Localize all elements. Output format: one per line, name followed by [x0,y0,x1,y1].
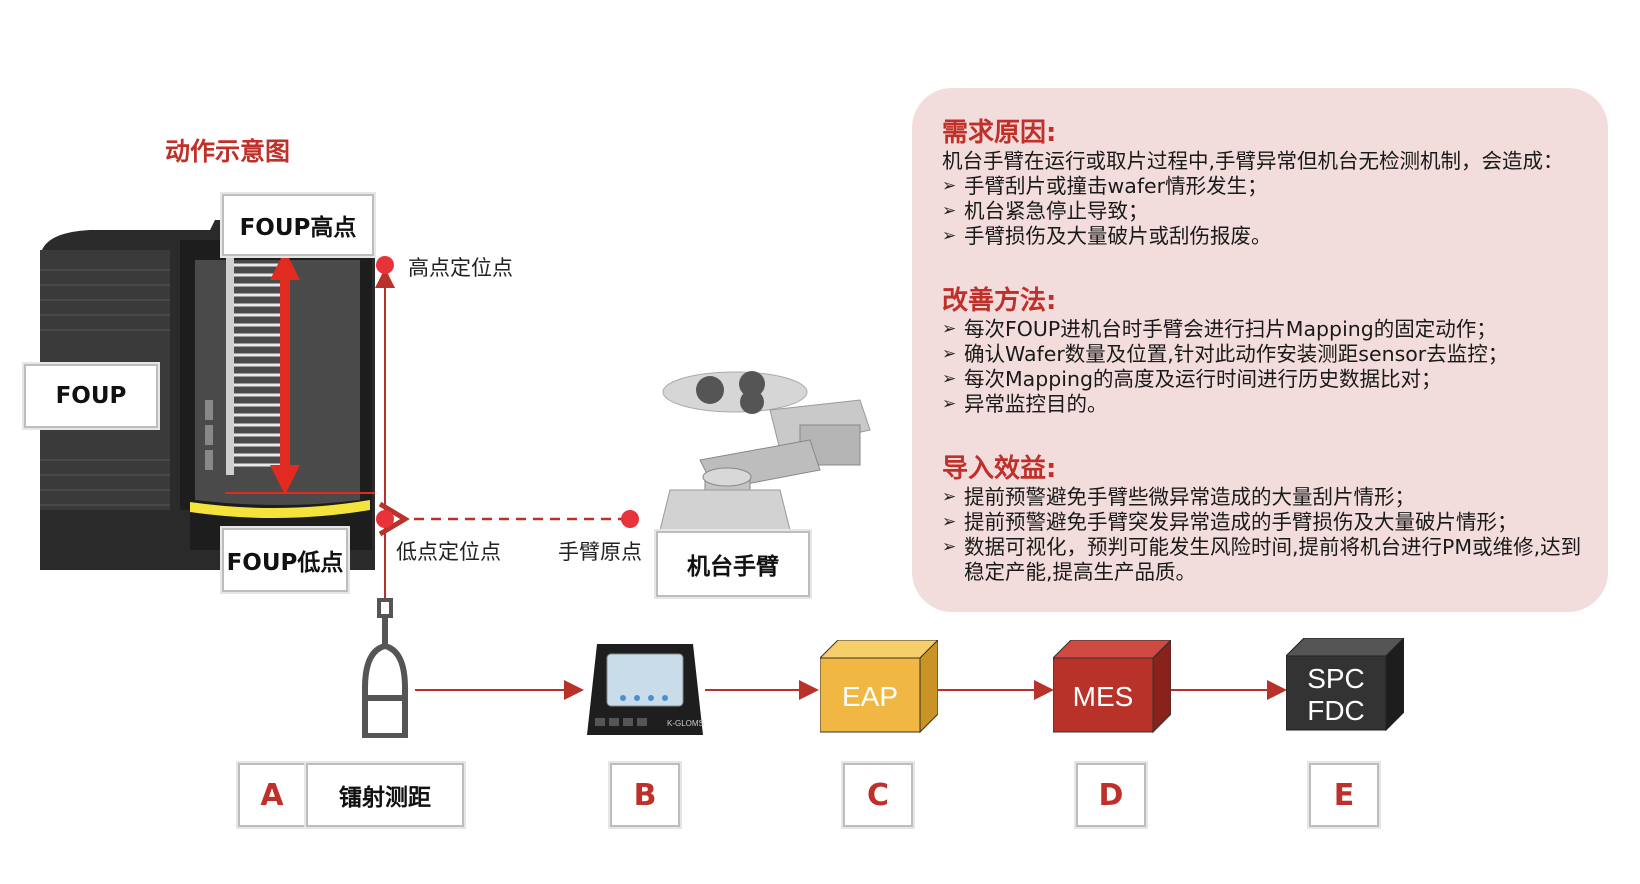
step-d-label: D [1076,763,1146,827]
foup-low-label: FOUP低点 [222,528,348,592]
method-item: 确认Wafer数量及位置,针对此动作安装测距sensor去监控； [942,342,1592,367]
foup-label: FOUP [24,364,158,428]
robot-arm-illustration [660,371,871,531]
method-item: 每次FOUP进机台时手臂会进行扫片Mapping的固定动作； [942,317,1592,342]
benefit-item: 提前预警避免手臂突发异常造成的手臂损伤及大量破片情形； [942,510,1592,535]
reason-item: 机台紧急停止导致； [942,199,1592,224]
laser-sensor-icon [362,598,408,738]
robot-arm-label: 机台手臂 [656,531,810,597]
info-panel: 需求原因: 机台手臂在运行或取片过程中,手臂异常但机台无检测机制，会造成： 手臂… [912,88,1608,612]
benefit-title: 导入效益: [942,454,1057,484]
fdc-label: FDC [1307,695,1365,726]
method-item: 每次Mapping的高度及运行时间进行历史数据比对； [942,367,1592,392]
step-e-label: E [1309,763,1379,827]
step-b-label: B [610,763,680,827]
method-title: 改善方法: [942,286,1057,316]
foup-high-label: FOUP高点 [222,194,374,256]
mes-label: MES [1073,681,1134,712]
reason-title: 需求原因: [942,118,1057,148]
high-point-label: 高点定位点 [408,256,513,280]
eap-box: EAP [820,640,938,734]
diagram-title: 动作示意图 [165,137,291,166]
high-point-dot [376,256,394,274]
reason-intro: 机台手臂在运行或取片过程中,手臂异常但机台无检测机制，会造成： [942,149,1564,173]
step-c-label: C [843,763,913,827]
method-item: 异常监控目的。 [942,392,1592,417]
spc-fdc-box: SPC FDC [1286,638,1404,732]
arm-origin-dot [621,510,639,528]
arm-origin-label: 手臂原点 [558,540,642,564]
benefit-section: 导入效益: 提前预警避免手臂些微异常造成的大量刮片情形； 提前预警避免手臂突发异… [942,448,1592,585]
reason-item: 手臂刮片或撞击wafer情形发生； [942,174,1592,199]
low-point-label: 低点定位点 [396,540,501,564]
low-point-dot [376,510,394,528]
reason-section: 需求原因: 机台手臂在运行或取片过程中,手臂异常但机台无检测机制，会造成： 手臂… [942,112,1592,249]
device-brand-text: K-GLOMS [667,719,704,728]
laser-ranging-label: 镭射测距 [306,763,464,827]
spc-label: SPC [1307,663,1365,694]
benefit-item: 提前预警避免手臂些微异常造成的大量刮片情形； [942,485,1592,510]
step-a-label: A [238,763,306,827]
method-section: 改善方法: 每次FOUP进机台时手臂会进行扫片Mapping的固定动作； 确认W… [942,280,1592,417]
gateway-device-icon: K-GLOMS [587,644,704,735]
benefit-item: 数据可视化，预判可能发生风险时间,提前将机台进行PM或维修,达到稳定产能,提高生… [942,535,1592,585]
eap-label: EAP [842,681,898,712]
reason-item: 手臂损伤及大量破片或刮伤报废。 [942,224,1592,249]
mes-box: MES [1053,640,1171,734]
